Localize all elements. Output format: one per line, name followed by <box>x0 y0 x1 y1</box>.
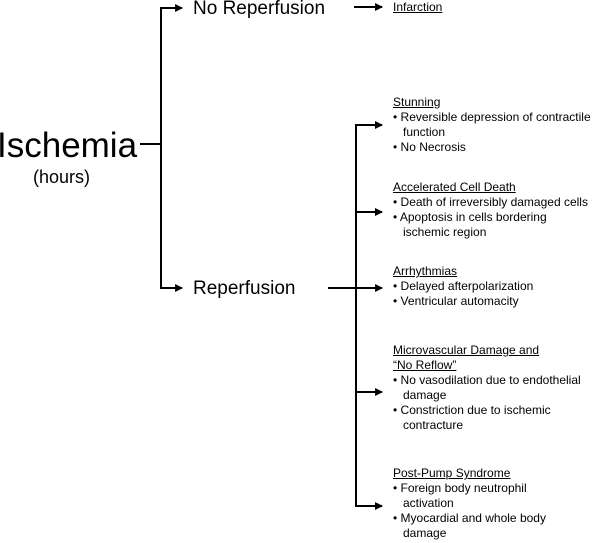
outcome-bullet: • No Necrosis <box>393 140 466 154</box>
outcome-bullet: • Reversible depression of contractile f… <box>393 110 591 139</box>
outcome-post-pump-syndrome: Post-Pump Syndrome • Foreign body neutro… <box>393 466 568 541</box>
outcome-microvascular-damage: Microvascular Damage and “No Reflow” • N… <box>393 343 603 433</box>
outcome-bullet: • Ventricular automacity <box>393 294 519 308</box>
outcome-bullet: • Delayed afterpolarization <box>393 279 534 293</box>
outcome-heading: Microvascular Damage and “No Reflow” <box>393 343 540 372</box>
outcome-bullet: • Foreign body neutrophil activation <box>393 481 527 510</box>
ischemia-label: Ischemia <box>0 126 138 165</box>
infarction-label: Infarction <box>393 0 443 14</box>
outcome-heading: Post-Pump Syndrome <box>393 466 511 480</box>
outcome-heading: Accelerated Cell Death <box>393 180 516 194</box>
outcome-accelerated-cell-death: Accelerated Cell Death • Death of irreve… <box>393 180 608 240</box>
no-reperfusion-label: No Reperfusion <box>193 0 326 19</box>
outcome-bullet: • Constriction due to ischemic contractu… <box>393 403 551 432</box>
outcome-heading: Stunning <box>393 95 441 109</box>
outcome-bullet: • Death of irreversibly damaged cells <box>393 195 588 209</box>
outcome-heading: Arrhythmias <box>393 264 458 278</box>
outcome-bullet: • Myocardial and whole body damage <box>393 511 546 540</box>
outcome-arrhythmias: Arrhythmias • Delayed afterpolarization … <box>393 264 603 309</box>
reperfusion-label: Reperfusion <box>193 278 296 299</box>
outcome-bullet: • No vasodilation due to endothelial dam… <box>393 373 581 402</box>
hours-label: (hours) <box>33 167 91 187</box>
outcome-bullet: • Apoptosis in cells bordering ischemic … <box>393 210 547 239</box>
outcome-stunning: Stunning • Reversible depression of cont… <box>393 95 603 155</box>
